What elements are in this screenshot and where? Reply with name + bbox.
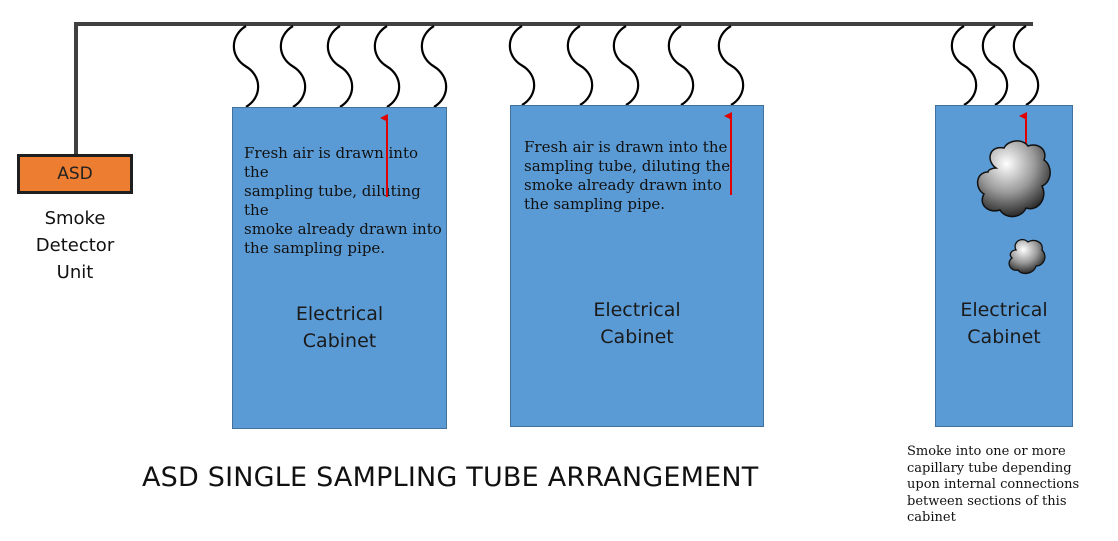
- cabinet-1-label: Electrical Cabinet: [295, 303, 384, 352]
- diagram-title: ASD SINGLE SAMPLING TUBE ARRANGEMENT: [142, 462, 759, 493]
- capillary-tube-1-1: [232, 25, 260, 108]
- capillary-tube-3-1: [950, 25, 978, 106]
- capillary-tube-2-4: [667, 25, 695, 106]
- capillary-tube-2-3: [612, 25, 640, 106]
- capillary-tube-3-3: [1012, 25, 1040, 106]
- electrical-cabinet-2: Fresh air is drawn into the sampling tub…: [510, 105, 764, 427]
- cabinet-3-label: Electrical Cabinet: [960, 299, 1048, 348]
- detector-caption: Smoke Detector Unit: [35, 208, 115, 283]
- cabinet-1-note: Fresh air is drawn into the sampling tub…: [244, 144, 442, 257]
- cabinet-2-note: Fresh air is drawn into the sampling tub…: [524, 138, 731, 213]
- capillary-tube-2-1: [508, 25, 536, 106]
- capillary-tube-1-2: [279, 25, 307, 108]
- capillary-tubes: [232, 25, 1040, 108]
- capillary-tube-2-5: [717, 25, 745, 106]
- smoke-cloud-large-icon: [976, 140, 1051, 218]
- asd-detector-box: ASD: [17, 154, 133, 194]
- capillary-tube-3-2: [981, 25, 1009, 106]
- cabinet-2-label: Electrical Cabinet: [593, 299, 681, 348]
- electrical-cabinet-1: Fresh air is drawn into the sampling tub…: [232, 107, 447, 429]
- capillary-tube-1-3: [326, 25, 354, 108]
- smoke-cloud-small-icon: [1008, 238, 1046, 275]
- capillary-tube-1-4: [373, 25, 401, 108]
- capillary-tube-2-2: [566, 25, 594, 106]
- capillary-tube-1-5: [420, 25, 448, 108]
- main-sampling-pipe: [74, 22, 1033, 156]
- cabinet-3-side-note: Smoke into one or more capillary tube de…: [907, 444, 1080, 525]
